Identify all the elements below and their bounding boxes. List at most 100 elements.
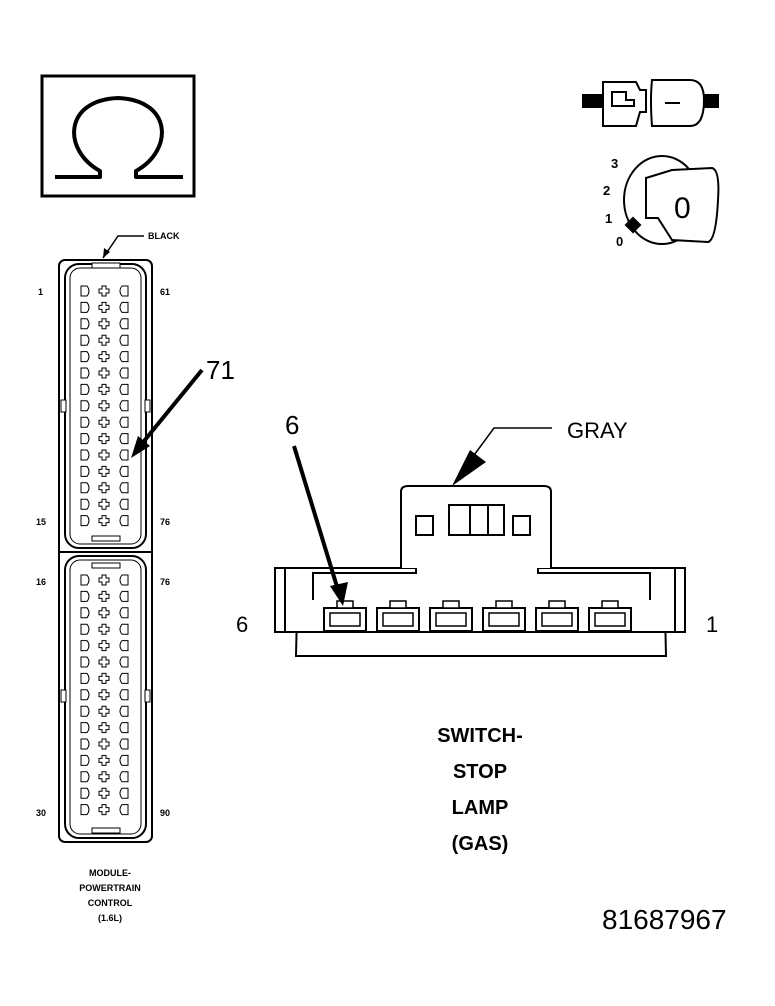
black-leader [102, 235, 144, 259]
pcm-pin-cavity [119, 351, 129, 363]
switch-cavity-inner [382, 612, 414, 627]
pcm-pin-cavity [119, 515, 129, 527]
pcm-pin-cavity [119, 640, 129, 652]
key-position-2: 2 [603, 183, 611, 198]
callout-71-arrowhead [131, 436, 150, 458]
pcm-caption: MODULE- POWERTRAIN CONTROL (1.6L) [60, 866, 160, 926]
switch-pin-6: 6 [236, 612, 249, 637]
pcm-pin-cavity [80, 590, 90, 602]
connector-plug-icon [582, 79, 719, 127]
pcm-pin-cavity [98, 400, 110, 412]
pcm-pin-cavity [119, 656, 129, 668]
pcm-pin-cavity [119, 498, 129, 510]
pcm-pin-cavity [98, 351, 110, 363]
pcm-pin-61: 61 [160, 287, 171, 297]
pcm-pin-cavity [80, 705, 90, 717]
callout-6: 6 [285, 410, 300, 440]
pcm-pin-cavity [98, 465, 110, 477]
gray-leader-arrowhead [452, 450, 486, 486]
pcm-pin-cavity [98, 318, 110, 330]
pcm-pin-15: 15 [36, 517, 47, 527]
pcm-pin-cavity [80, 672, 90, 684]
pcm-pin-cavity [119, 367, 129, 379]
pcm-pin-cavity [98, 433, 110, 445]
pcm-pin-cavity [98, 623, 110, 635]
pcm-pin-cavity [119, 416, 129, 428]
pcm-pin-cavity [119, 400, 129, 412]
pcm-connector [58, 259, 153, 843]
pcm-pin-cavity [80, 367, 90, 379]
switch-pin-1: 1 [706, 612, 719, 637]
pcm-pin-cavity [98, 498, 110, 510]
pcm-pin-1: 1 [38, 287, 44, 297]
pcm-pin-cavity [98, 804, 110, 816]
pcm-pin-76-bottom: 76 [160, 577, 171, 587]
pcm-pin-cavity [80, 383, 90, 395]
pcm-pin-cavity [80, 722, 90, 734]
pcm-pin-cavity [98, 771, 110, 783]
pcm-pin-cavity [98, 656, 110, 668]
switch-cavity-inner [329, 612, 361, 627]
switch-cavity-inner [488, 612, 520, 627]
gray-leader [465, 427, 552, 467]
pcm-caption-line: (1.6L) [97, 913, 122, 923]
pcm-pin-cavity [119, 787, 129, 799]
pcm-pin-cavity [80, 400, 90, 412]
pcm-pin-cavity [119, 754, 129, 766]
label-gray: GRAY [567, 418, 628, 443]
ignition-key-icon [623, 155, 720, 245]
figure-number: 81687967 [602, 904, 727, 935]
pcm-pin-cavity [119, 689, 129, 701]
pcm-caption-line: CONTROL [87, 898, 133, 908]
pcm-pin-76-top: 76 [160, 517, 171, 527]
pcm-pin-cavity [119, 590, 129, 602]
pcm-pin-cavity [119, 433, 129, 445]
pcm-pin-cavity [80, 607, 90, 619]
switch-cavity-latch [601, 600, 619, 609]
pcm-pin-cavity [98, 383, 110, 395]
key-position-1: 1 [605, 211, 613, 226]
pcm-pin-cavity [98, 672, 110, 684]
pcm-pin-16: 16 [36, 577, 47, 587]
pcm-pin-cavity [98, 416, 110, 428]
pcm-pin-cavity [119, 672, 129, 684]
pcm-pin-cavity [80, 318, 90, 330]
pcm-pin-cavity [119, 705, 129, 717]
pcm-pin-cavity [119, 771, 129, 783]
pcm-pin-cavity [119, 449, 129, 461]
key-position-0: 0 [616, 234, 624, 249]
switch-cavity-latch [442, 600, 460, 609]
pcm-pin-cavity [119, 301, 129, 313]
pcm-pin-cavity [80, 771, 90, 783]
switch-cavity-inner [541, 612, 573, 627]
pcm-pin-cavity [80, 640, 90, 652]
pcm-pin-cavity [98, 367, 110, 379]
pcm-pin-cavity [98, 285, 110, 297]
switch-title: SWITCH- STOP LAMP (GAS) [400, 718, 560, 862]
pcm-pin-cavity [80, 449, 90, 461]
omega-symbol-icon [40, 74, 196, 198]
pcm-pin-cavity [98, 449, 110, 461]
key-position-3: 3 [611, 156, 619, 171]
pcm-pin-cavity [119, 334, 129, 346]
stop-lamp-switch-connector [274, 485, 686, 657]
pcm-pin-cavity [98, 754, 110, 766]
callout-71-leader [138, 368, 204, 448]
pcm-pin-cavity [119, 738, 129, 750]
switch-title-line: (GAS) [451, 833, 509, 855]
pcm-pin-cavity [80, 754, 90, 766]
pcm-pin-cavity [119, 383, 129, 395]
pcm-pin-cavity [119, 804, 129, 816]
pcm-pin-cavity [119, 607, 129, 619]
callout-6-arrowhead [330, 582, 348, 606]
pcm-pin-cavity [98, 640, 110, 652]
pcm-pin-cavity [98, 515, 110, 527]
pcm-pin-cavity [98, 590, 110, 602]
pcm-pin-cavity [80, 482, 90, 494]
pcm-pin-cavity [119, 465, 129, 477]
pcm-pin-cavity [80, 433, 90, 445]
label-black: BLACK [148, 231, 180, 241]
switch-cavity-latch [389, 600, 407, 609]
switch-cavity-latch [495, 600, 513, 609]
pcm-pin-cavity [119, 285, 129, 297]
